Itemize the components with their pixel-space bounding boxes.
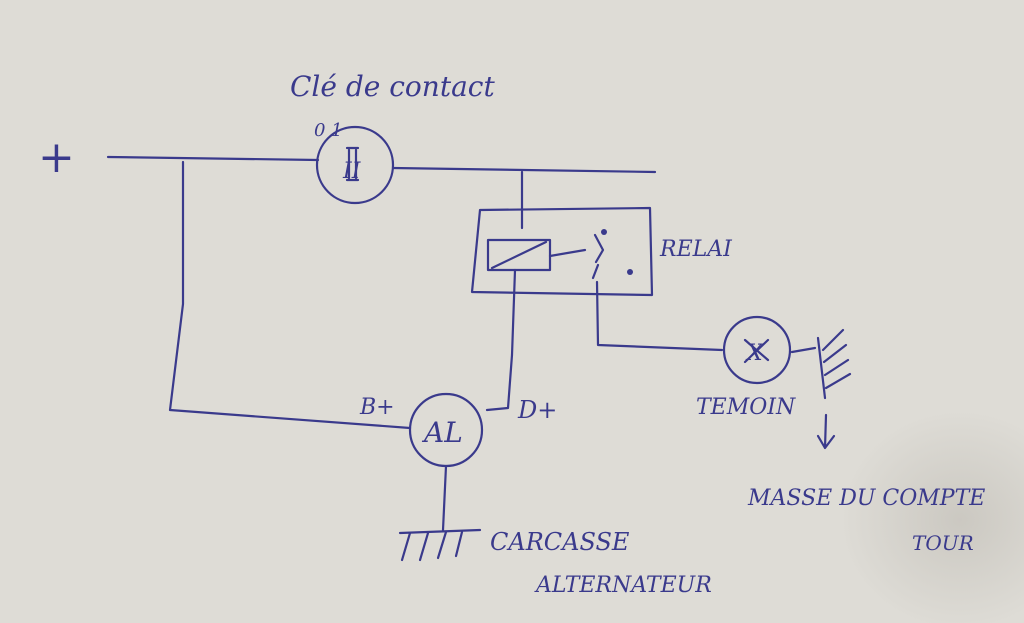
lamp-wire [595, 280, 817, 354]
paper-shadow [840, 410, 1024, 623]
lamp-symbol: X [745, 341, 764, 366]
key-symbol: II [342, 159, 362, 184]
b-plus-label: B+ [359, 395, 395, 420]
alternator-ground-label-line2: ALTERNATEUR [534, 573, 712, 598]
alternator-ground-symbol [398, 464, 482, 562]
lamp-label: TEMOIN [696, 395, 796, 420]
tach-ground-symbol [816, 328, 852, 450]
d-plus-label: D+ [517, 396, 557, 424]
switched-wire [391, 166, 657, 230]
relay [470, 206, 654, 297]
relay-label: RELAI [659, 237, 733, 262]
key-positions-label: 0 1 [314, 120, 343, 141]
tach-ground-label-line1: MASSE DU COMPTE [747, 486, 985, 511]
b-plus-wire [168, 160, 412, 430]
tach-ground-label-line2: TOUR [912, 531, 974, 555]
key-switch-label: Clé de contact [290, 70, 495, 103]
d-plus-wire [485, 268, 517, 412]
positive-wire [106, 155, 320, 162]
alternator-ground-label-line1: CARCASSE [490, 528, 630, 556]
alternator-label: AL [421, 416, 463, 449]
plus-label: + [38, 132, 75, 183]
key-switch [315, 125, 395, 205]
warning-lamp [722, 315, 792, 385]
